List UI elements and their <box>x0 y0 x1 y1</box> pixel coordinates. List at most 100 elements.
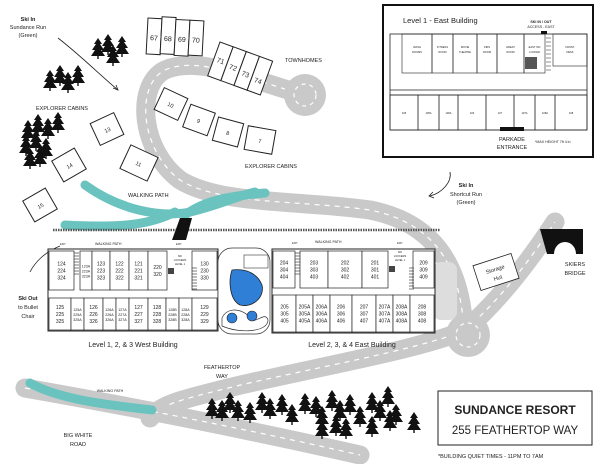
svg-text:(Green): (Green) <box>457 200 476 206</box>
svg-text:301: 301 <box>371 268 380 274</box>
svg-text:320: 320 <box>153 272 162 278</box>
svg-text:GREAT: GREAT <box>506 45 515 49</box>
svg-text:223A: 223A <box>82 270 91 274</box>
svg-text:ROAD: ROAD <box>70 442 86 448</box>
svg-text:309: 309 <box>419 268 428 274</box>
svg-text:308A: 308A <box>396 312 408 318</box>
svg-text:123A: 123A <box>82 265 91 269</box>
east-building-label: Level 2, 3, & 4 East Building <box>308 342 396 349</box>
svg-text:ROOM: ROOM <box>506 50 514 54</box>
svg-text:129: 129 <box>200 305 209 311</box>
walking-path-label-south: WALKING PATH <box>97 389 124 393</box>
svg-text:74: 74 <box>253 77 263 86</box>
ski-in-shortcut-label: Ski In Shortcut Run (Green) <box>450 183 482 206</box>
svg-text:Ski In: Ski In <box>21 17 36 23</box>
feathertop-way-label: FEATHERTOP <box>204 365 241 371</box>
tree-icon <box>365 416 379 437</box>
ski-in-sundance-label: Ski In Sundance Run (Green) <box>10 17 46 39</box>
svg-text:128A: 128A <box>181 308 190 312</box>
ski-out-label: Ski Out to Bullet Chair <box>18 296 38 320</box>
svg-text:ACCESS - EAST: ACCESS - EAST <box>527 25 555 29</box>
tree-icon <box>115 36 129 57</box>
ski-out-arrow <box>29 245 61 273</box>
svg-text:Sundance Run: Sundance Run <box>10 25 46 31</box>
svg-text:107: 107 <box>498 111 503 115</box>
tree-icon <box>325 390 339 411</box>
svg-text:203: 203 <box>310 261 319 267</box>
svg-text:Ski In: Ski In <box>459 183 474 189</box>
svg-text:307: 307 <box>360 312 369 318</box>
svg-text:WASH: WASH <box>413 45 421 49</box>
svg-text:225A: 225A <box>73 313 82 317</box>
svg-text:125A: 125A <box>73 308 82 312</box>
svg-text:EAST SKI: EAST SKI <box>529 45 541 49</box>
svg-text:9: 9 <box>196 119 201 126</box>
svg-text:406: 406 <box>337 319 346 325</box>
parkade-label: PARKADE <box>499 137 525 143</box>
svg-text:MOVIE: MOVIE <box>461 45 470 49</box>
svg-text:EXIT: EXIT <box>176 242 182 246</box>
svg-text:13: 13 <box>104 127 112 135</box>
svg-text:108A: 108A <box>542 111 548 115</box>
parking-lot <box>433 262 457 320</box>
tree-icon <box>21 120 35 141</box>
tree-icon <box>61 72 75 93</box>
tree-icon <box>43 70 57 91</box>
svg-text:327: 327 <box>134 319 143 325</box>
svg-text:227: 227 <box>134 312 143 318</box>
svg-text:206: 206 <box>337 305 346 311</box>
tree-icon <box>41 118 55 139</box>
svg-text:128: 128 <box>153 305 162 311</box>
svg-text:LEVEL 1: LEVEL 1 <box>395 258 406 262</box>
svg-text:SKIERS: SKIERS <box>565 262 586 268</box>
explorer-cabins-label-east: EXPLORER CABINS <box>245 164 297 170</box>
svg-text:LEVEL 1: LEVEL 1 <box>175 262 186 266</box>
pool <box>229 269 263 306</box>
svg-text:14: 14 <box>66 163 74 171</box>
main-roundabout <box>446 313 490 357</box>
tree-icon <box>29 130 43 151</box>
svg-text:108: 108 <box>569 111 574 115</box>
svg-text:67: 67 <box>150 35 158 42</box>
tree-icon <box>407 412 421 433</box>
tree-icon <box>205 398 219 419</box>
east-ski-locker-fill <box>525 57 537 69</box>
svg-text:15: 15 <box>37 203 45 211</box>
svg-text:207: 207 <box>360 305 369 311</box>
svg-text:303: 303 <box>310 268 319 274</box>
townhomes-label: TOWNHOMES <box>285 58 322 64</box>
ski-locker-west: SKI LOCKERS LEVEL 1 <box>168 254 186 274</box>
svg-text:406A: 406A <box>316 319 328 325</box>
svg-text:221: 221 <box>134 269 143 275</box>
parkade-door <box>500 127 524 131</box>
svg-text:223: 223 <box>97 269 106 275</box>
svg-text:LOCKERS: LOCKERS <box>174 258 187 262</box>
svg-text:326A: 326A <box>105 318 114 322</box>
svg-text:KIDS: KIDS <box>484 45 490 49</box>
svg-text:69: 69 <box>178 37 186 44</box>
tree-icon <box>31 114 45 135</box>
svg-text:125: 125 <box>56 305 65 311</box>
svg-text:Hut: Hut <box>493 274 503 282</box>
svg-text:401: 401 <box>371 275 380 281</box>
svg-text:106: 106 <box>470 111 475 115</box>
townhomes-roundabout <box>284 74 326 116</box>
svg-text:402: 402 <box>341 275 350 281</box>
tree-icon <box>33 146 47 167</box>
